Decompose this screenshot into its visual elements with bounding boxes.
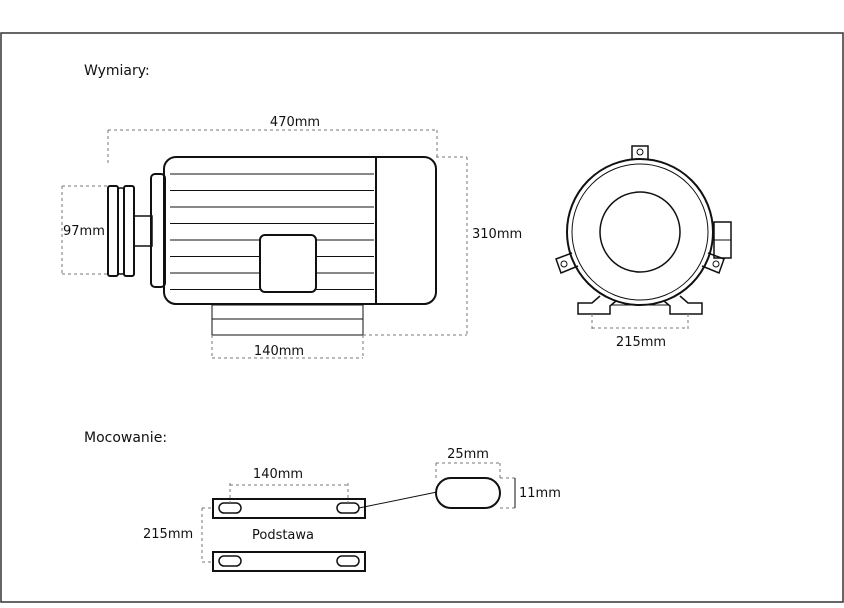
length-label: 470mm — [270, 115, 320, 130]
right-mounting-lug — [701, 252, 725, 274]
slot-width-dimension-line — [435, 461, 501, 478]
motor-foot-lower — [211, 318, 364, 336]
left-mounting-lug — [555, 252, 579, 274]
base-dimension-line — [211, 335, 364, 359]
front-width-label: 215mm — [616, 335, 666, 350]
mount-depth-dimension-line — [201, 507, 213, 563]
motor-side-view: 470mm 97mm 140mm 310mm — [61, 115, 522, 359]
slot-height-label: 11mm — [519, 486, 561, 501]
slot-height-extension — [500, 477, 515, 509]
terminal-box — [259, 234, 317, 293]
mounting-view: 140mm 215mm Podstawa 25mm 11mm — [143, 447, 561, 572]
slot-detail-leader — [358, 491, 438, 509]
height-dimension-line — [363, 156, 468, 336]
slot-detail — [435, 477, 501, 509]
left-foot — [577, 295, 617, 315]
motor-body — [163, 156, 437, 305]
shaft-bore — [599, 191, 681, 273]
length-dimension-line — [107, 129, 438, 164]
mount-slot-upper-right — [336, 502, 360, 514]
pulley — [107, 185, 153, 277]
top-lifting-lug — [631, 145, 649, 160]
motor-front-view: 215mm — [555, 145, 732, 350]
drawing-frame — [0, 32, 844, 603]
heading-dimensions: Wymiary: — [84, 63, 150, 79]
base-rail-upper — [212, 498, 366, 519]
pulley-dimension-line — [61, 185, 108, 275]
mount-spacing-label: 140mm — [253, 467, 303, 482]
height-label: 310mm — [472, 227, 522, 242]
right-foot — [663, 295, 703, 315]
base-name-label: Podstawa — [252, 528, 314, 543]
mount-depth-label: 215mm — [143, 527, 193, 542]
mount-slot-upper-left — [218, 502, 242, 514]
front-width-dimension-line — [591, 314, 689, 330]
mount-slot-lower-left — [218, 555, 242, 567]
motor-flange — [150, 173, 166, 288]
motor-foot-upper — [211, 304, 364, 320]
housing-inner-ring — [571, 163, 709, 301]
mount-slot-lower-right — [336, 555, 360, 567]
base-rail-lower — [212, 551, 366, 572]
heading-mounting: Mocowanie: — [84, 430, 167, 446]
base-label: 140mm — [254, 344, 304, 359]
pulley-label: 97mm — [63, 224, 105, 239]
mount-spacing-dimension-line — [229, 483, 349, 503]
slot-width-label: 25mm — [447, 447, 489, 462]
housing-outer-ring — [566, 158, 714, 306]
